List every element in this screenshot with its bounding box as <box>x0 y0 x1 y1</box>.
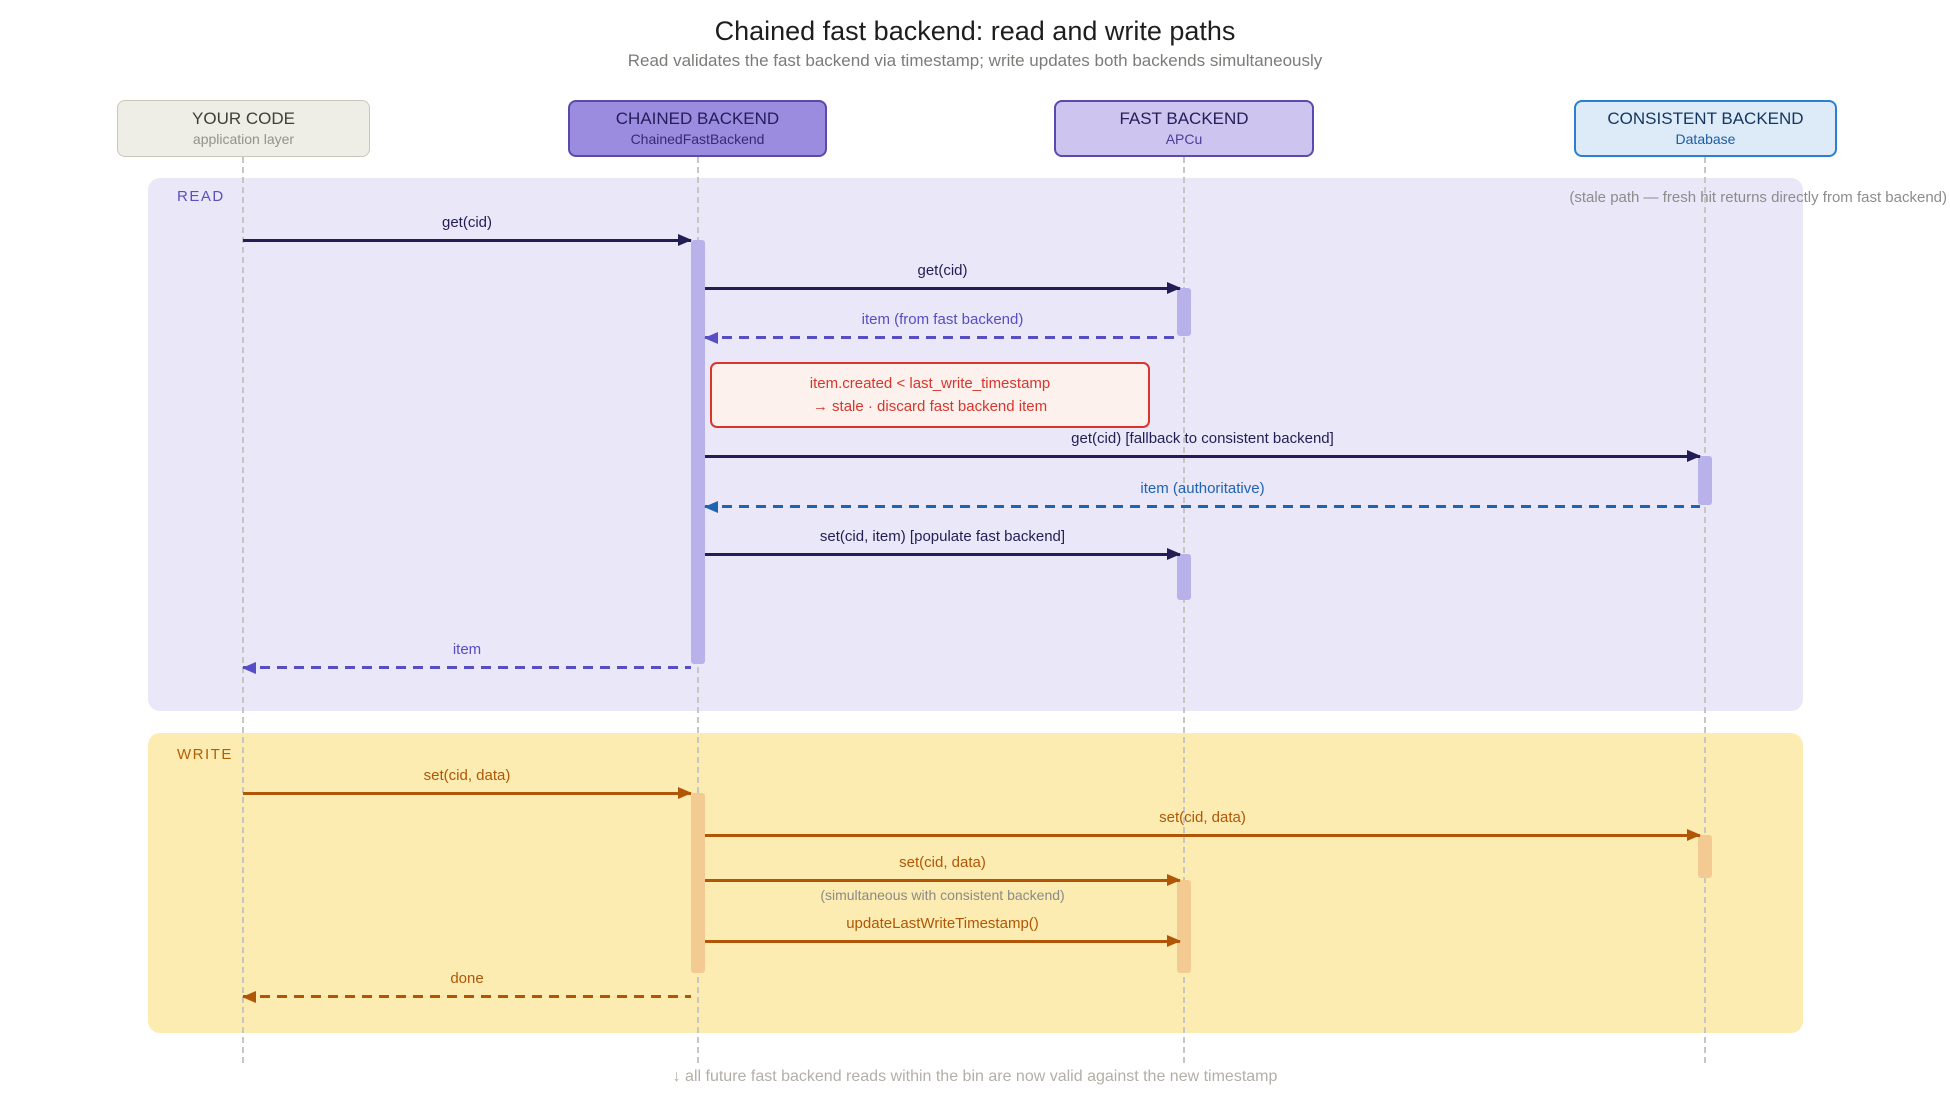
activation-consistent-read <box>1698 456 1712 505</box>
activation-consistent-write <box>1698 835 1712 878</box>
footer-caption: ↓ all future fast backend reads within t… <box>672 1068 1278 1085</box>
diagram-title: Chained fast backend: read and write pat… <box>714 16 1236 46</box>
read-section-annotation: (stale path — fresh hit returns directly… <box>1569 189 1947 206</box>
message-read-get-cid: get(cid) <box>243 214 692 247</box>
read-section-label: READ <box>177 188 225 205</box>
read-section-frame <box>148 178 1803 711</box>
activation-fast-write <box>1177 880 1191 973</box>
arrow-right-icon <box>705 548 1181 561</box>
arrow-right-icon <box>705 282 1181 295</box>
activation-chained-read <box>691 240 705 664</box>
message-read-item-return: item <box>242 641 691 674</box>
actor-fast-backend: FAST BACKEND APCu <box>1054 100 1314 157</box>
actor-your-code-title: YOUR CODE <box>192 109 295 129</box>
message-read-item-authoritative: item (authoritative) <box>704 480 1700 513</box>
actor-consistent-backend-subtitle: Database <box>1675 131 1736 148</box>
message-write-set: set(cid, data) <box>243 767 692 800</box>
arrow-right-icon <box>705 935 1181 948</box>
activation-fast-read-1 <box>1177 288 1191 336</box>
actor-chained-backend-title: CHAINED BACKEND <box>615 109 780 129</box>
arrow-left-icon <box>242 990 691 1003</box>
write-section-label: WRITE <box>177 746 233 763</box>
arrow-right-icon <box>243 234 692 247</box>
note-line-1: item.created < last_write_timestamp <box>809 375 1051 392</box>
lifeline-fast-backend <box>1183 157 1185 1063</box>
arrow-left-icon <box>704 500 1700 513</box>
arrow-right-icon <box>705 874 1181 887</box>
actor-your-code: YOUR CODE application layer <box>117 100 370 157</box>
actor-fast-backend-subtitle: APCu <box>1165 131 1203 148</box>
actor-chained-backend-subtitle: ChainedFastBackend <box>630 131 765 148</box>
arrow-left-icon <box>242 661 691 674</box>
message-write-set-fast: set(cid, data) (simultaneous with consis… <box>705 854 1181 903</box>
lifeline-consistent-backend <box>1704 157 1706 1063</box>
arrow-right-icon <box>705 450 1701 463</box>
message-write-set-consistent: set(cid, data) <box>705 809 1701 842</box>
actor-chained-backend: CHAINED BACKEND ChainedFastBackend <box>568 100 827 157</box>
arrow-left-icon <box>704 331 1180 344</box>
note-line-2: → stale · discard fast backend item <box>812 398 1048 415</box>
actor-consistent-backend: CONSISTENT BACKEND Database <box>1574 100 1837 157</box>
lifeline-your-code <box>242 157 244 1063</box>
actor-consistent-backend-title: CONSISTENT BACKEND <box>1607 109 1804 129</box>
arrow-right-icon <box>243 787 692 800</box>
message-read-get-cid-fast: get(cid) <box>705 262 1181 295</box>
actor-your-code-subtitle: application layer <box>192 131 295 148</box>
message-read-fallback: get(cid) [fallback to consistent backend… <box>705 430 1701 463</box>
arrow-right-icon <box>705 829 1701 842</box>
activation-fast-read-2 <box>1177 554 1191 600</box>
message-read-populate-fast: set(cid, item) [populate fast backend] <box>705 528 1181 561</box>
write-section-frame <box>148 733 1803 1033</box>
activation-chained-write <box>691 793 705 973</box>
message-read-item-from-fast: item (from fast backend) <box>704 311 1180 344</box>
message-write-done: done <box>242 970 691 1003</box>
message-write-set-fast-note: (simultaneous with consistent backend) <box>820 886 1065 903</box>
stale-validation-note: item.created < last_write_timestamp → st… <box>710 362 1150 428</box>
actor-fast-backend-title: FAST BACKEND <box>1119 109 1249 129</box>
message-write-update-timestamp: updateLastWriteTimestamp() <box>705 915 1181 948</box>
diagram-subtitle: Read validates the fast backend via time… <box>627 51 1323 70</box>
